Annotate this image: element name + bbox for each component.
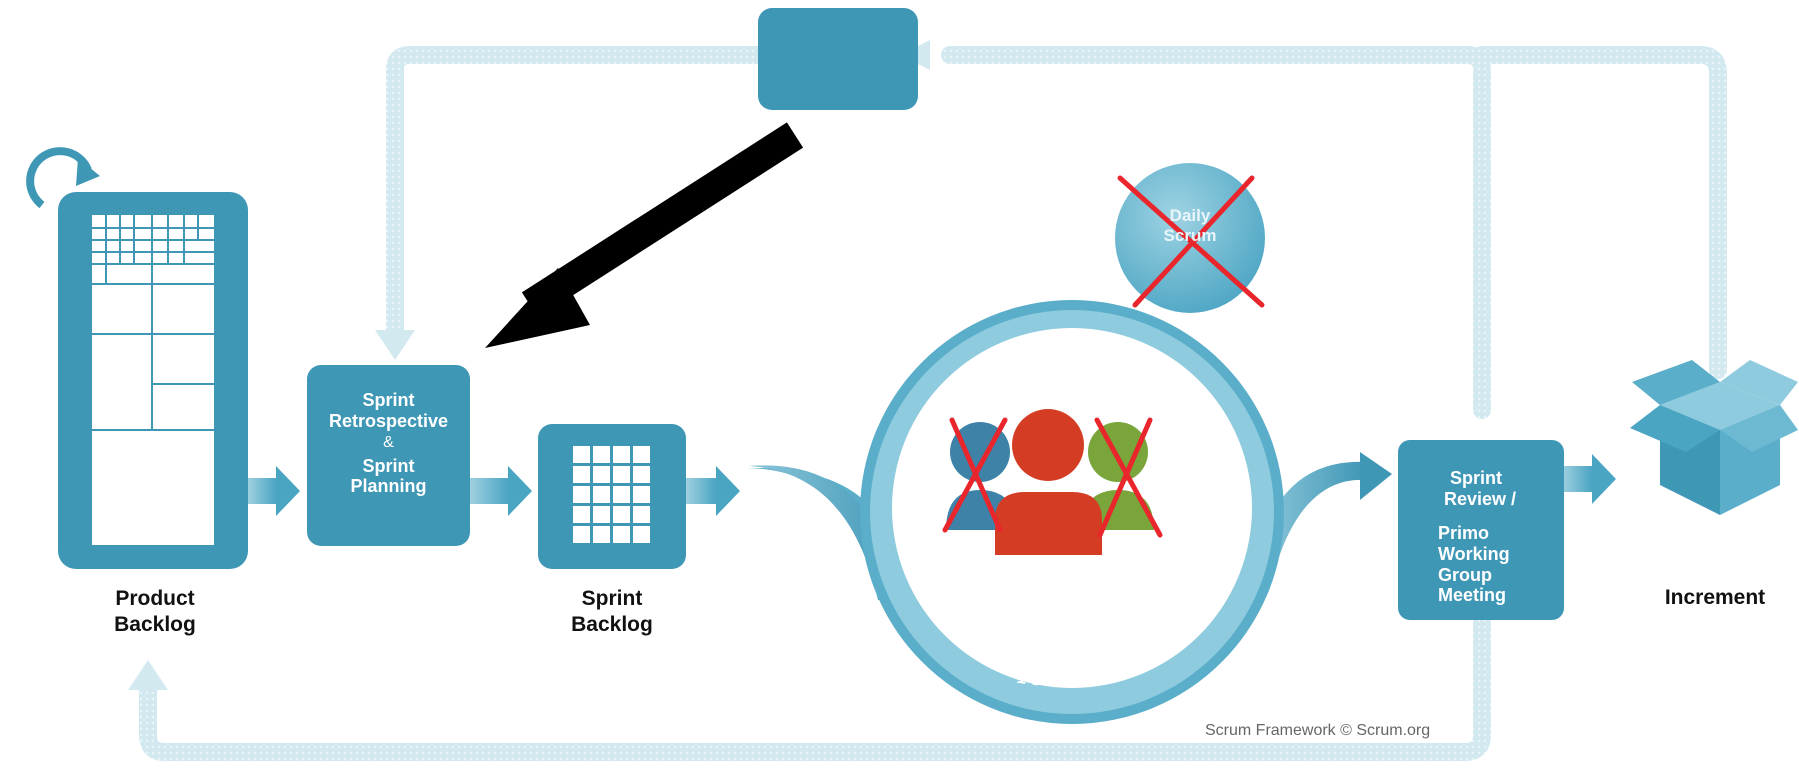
sprint-sweep-out xyxy=(1262,461,1365,560)
cross-left-icon xyxy=(942,417,1008,533)
retro-planning-box xyxy=(307,365,470,546)
retro-line-2: Retrospective xyxy=(328,410,449,431)
refine-loop-icon xyxy=(26,147,100,209)
sprint-review-box xyxy=(1398,440,1564,620)
cross-daily-scrum-icon xyxy=(1117,175,1265,308)
credit-text: Scrum Framework © Scrum.org xyxy=(1205,722,1431,739)
sweep-out-arrowhead xyxy=(1360,452,1392,500)
retro-planning-text: Sprint Retrospective & Sprint Planning xyxy=(307,390,470,497)
retro-line-4: Sprint xyxy=(362,455,415,476)
cross-right-icon xyxy=(1094,417,1163,538)
daily-scrum-label: Daily Scrum xyxy=(1163,206,1217,245)
loop-arrowhead-down xyxy=(375,330,415,360)
sprint-sweep-in xyxy=(748,468,880,560)
increment-box-icon xyxy=(1630,360,1798,515)
sprint-backlog-label: Sprint Backlog xyxy=(571,587,653,637)
flow-arrow-3 xyxy=(686,466,740,516)
flow-arrow-1 xyxy=(248,466,300,516)
product-backlog-label: Product Backlog xyxy=(114,587,196,637)
review-line-1: Sprint xyxy=(1450,468,1502,488)
retro-line-3: & xyxy=(383,434,394,452)
black-arrow xyxy=(485,122,804,348)
review-line-4: Working xyxy=(1438,544,1510,565)
product-backlog-icon xyxy=(58,192,248,569)
blank-top-box xyxy=(758,8,918,110)
review-line-3: Primo xyxy=(1438,523,1490,544)
flow-arrow-4 xyxy=(1562,454,1616,504)
loop-arrowhead-up xyxy=(128,660,168,690)
feedback-loop xyxy=(139,46,1727,761)
flow-arrow-2 xyxy=(470,466,532,516)
retro-line-1: Sprint xyxy=(362,390,415,410)
review-line-2: Review / xyxy=(1444,488,1517,509)
sprint-review-text: Sprint Review / Primo Working Group Meet… xyxy=(1398,468,1564,606)
increment-label: Increment xyxy=(1664,586,1766,609)
retro-line-5: Planning xyxy=(350,476,427,497)
sprint-backlog-icon xyxy=(538,424,686,569)
review-line-6: Meeting xyxy=(1438,585,1507,606)
review-line-5: Group xyxy=(1438,564,1492,585)
team-member-center-icon xyxy=(995,409,1102,555)
